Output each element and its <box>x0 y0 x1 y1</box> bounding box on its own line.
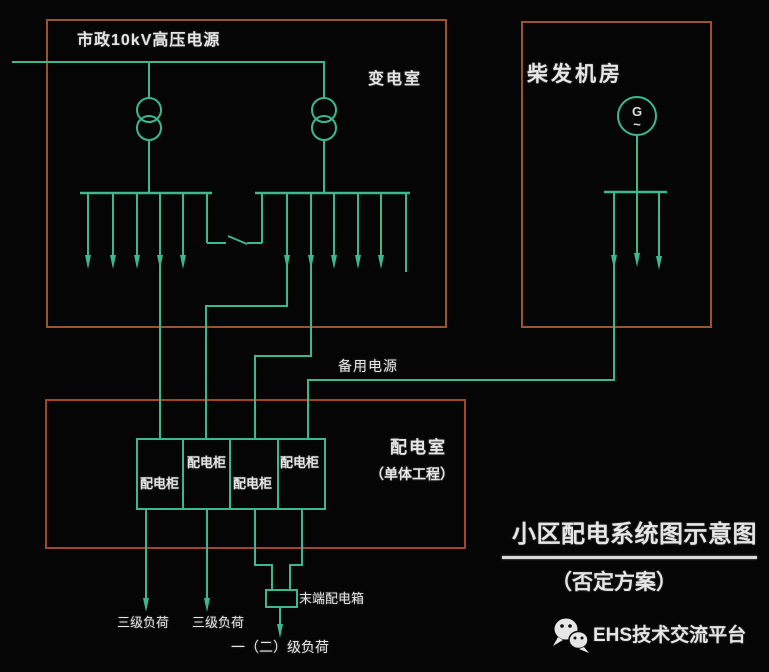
end-distribution-box <box>265 589 298 608</box>
diagram-subtitle: （否定方案） <box>551 571 677 594</box>
cabinet-2-label: 配电柜 <box>187 455 227 470</box>
platform-name-label: EHS技术交流平台 <box>593 625 747 646</box>
cabinet-3-box <box>229 438 279 510</box>
cabinet-2-box <box>182 438 231 510</box>
cabinet-1-box <box>136 438 184 510</box>
generator-room-label: 柴发机房 <box>527 63 623 86</box>
backup-power-line <box>307 193 615 439</box>
distribution-room-note: （单体工程） <box>370 466 454 482</box>
cabinet3-feed-line <box>254 194 312 439</box>
generator-feeder-lines <box>636 193 660 257</box>
generator-room-box <box>521 21 712 328</box>
tertiary-load-label-2: 三级负荷 <box>192 615 245 630</box>
right-feeder-lines <box>333 194 407 272</box>
transformer-icon <box>136 62 162 192</box>
cabinet3-output-line <box>254 509 273 590</box>
cabinet-1-label: 配电柜 <box>140 476 180 491</box>
end-distribution-box-label: 末端配电箱 <box>299 591 365 606</box>
distribution-room-label: 配电室 <box>390 438 447 457</box>
cabinet-4-box <box>277 438 326 510</box>
cabinet-4-label: 配电柜 <box>280 455 320 470</box>
cabinet4-output-line <box>289 509 303 590</box>
generator-icon <box>617 96 657 192</box>
substation-room-label: 变电室 <box>368 71 423 88</box>
bus-tie-switch <box>206 193 263 245</box>
tertiary-load-label-1: 三级负荷 <box>117 615 170 630</box>
cabinet-3-label: 配电柜 <box>233 476 273 491</box>
generator-wave: ~ <box>633 117 641 132</box>
distribution-cabinets <box>136 438 326 510</box>
wechat-icon <box>553 618 589 653</box>
cabinet2-feed-line <box>205 194 288 439</box>
feeder-arrowheads <box>85 253 662 638</box>
primary-secondary-load-label: 一（二）级负荷 <box>231 639 329 655</box>
municipal-source-label: 市政10kV高压电源 <box>77 32 221 49</box>
backup-power-label: 备用电源 <box>338 358 398 374</box>
left-feeder-lines <box>87 194 184 256</box>
generator-letter: G <box>632 104 642 119</box>
title-underline <box>502 556 757 559</box>
transformer-icon <box>311 62 337 192</box>
diagram-title: 小区配电系统图示意图 <box>512 521 757 548</box>
substation-room-box <box>46 19 447 328</box>
